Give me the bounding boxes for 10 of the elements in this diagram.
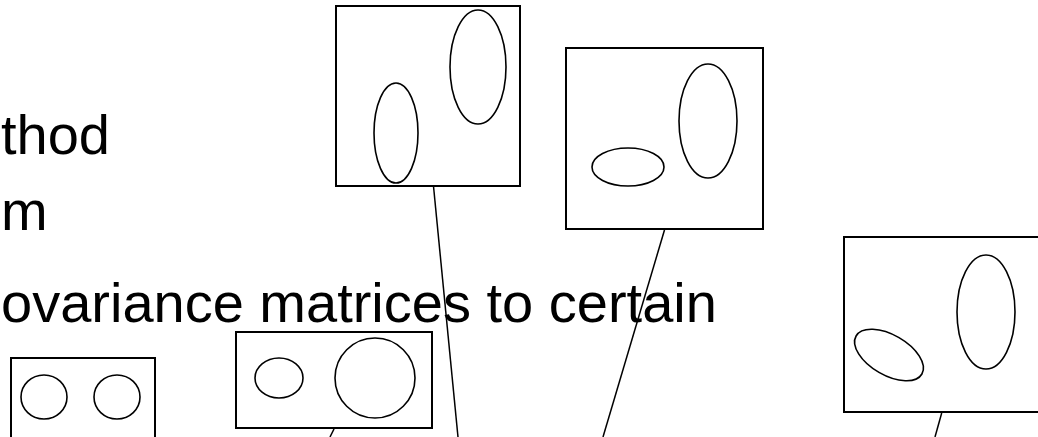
connector-line: [329, 428, 335, 437]
connector-line: [934, 412, 943, 437]
diagram-box: [10, 357, 156, 437]
diagram-box: [335, 5, 521, 187]
diagram-box: [235, 331, 433, 429]
diagram-box: [565, 47, 764, 230]
connector-line: [432, 186, 459, 437]
slide-text: m: [1, 183, 48, 239]
diagram-box: [843, 236, 1038, 413]
slide-text: thod: [1, 107, 110, 163]
